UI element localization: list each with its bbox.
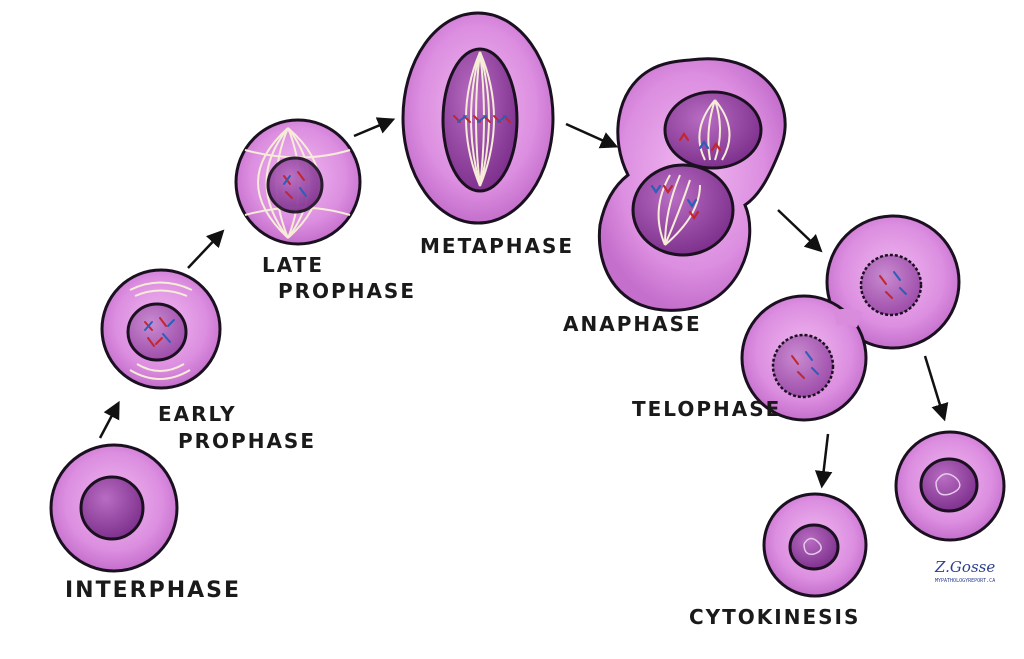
arrow-telophase-to-cyto-left	[814, 433, 833, 489]
signature-site: MYPATHOLOGYREPORT.CA	[935, 578, 995, 584]
late-chromosomes	[283, 171, 307, 199]
arrow-early-to-late	[187, 229, 225, 269]
stage-arrows	[98, 117, 949, 489]
anaphase-chromosomes	[650, 132, 722, 220]
label-early-prophase-1: EARLY	[158, 402, 237, 426]
metaphase-cell	[401, 11, 555, 225]
late-prophase-cell	[234, 118, 362, 246]
label-early-prophase-2: PROPHASE	[178, 429, 316, 453]
arrow-late-to-metaphase	[353, 117, 396, 138]
label-cytokinesis: CYTOKINESIS	[689, 605, 860, 629]
label-metaphase: METAPHASE	[420, 234, 574, 258]
early-prophase-cell	[100, 268, 222, 390]
telophase-chromosomes	[791, 271, 907, 379]
interphase-cell	[49, 443, 179, 573]
early-chromosomes	[144, 317, 175, 347]
arrow-interphase-to-early	[98, 400, 120, 439]
label-telophase: TELOPHASE	[632, 397, 781, 421]
label-interphase: INTERPHASE	[65, 578, 241, 603]
telophase-cell	[740, 214, 961, 422]
anaphase-cell	[597, 57, 787, 312]
cytokinesis-cell-right	[894, 430, 1006, 542]
arrow-telophase-to-cyto-right	[923, 355, 949, 422]
label-late-prophase-2: PROPHASE	[278, 279, 416, 303]
arrow-anaphase-to-telophase	[777, 209, 823, 253]
label-late-prophase-1: LATE	[262, 253, 324, 277]
arrow-metaphase-to-anaphase	[565, 122, 619, 149]
metaphase-plate	[453, 115, 511, 123]
cytokinesis-cell-left	[762, 492, 868, 598]
label-anaphase: ANAPHASE	[563, 312, 702, 336]
signature-name: Z.Gosse	[934, 558, 995, 576]
